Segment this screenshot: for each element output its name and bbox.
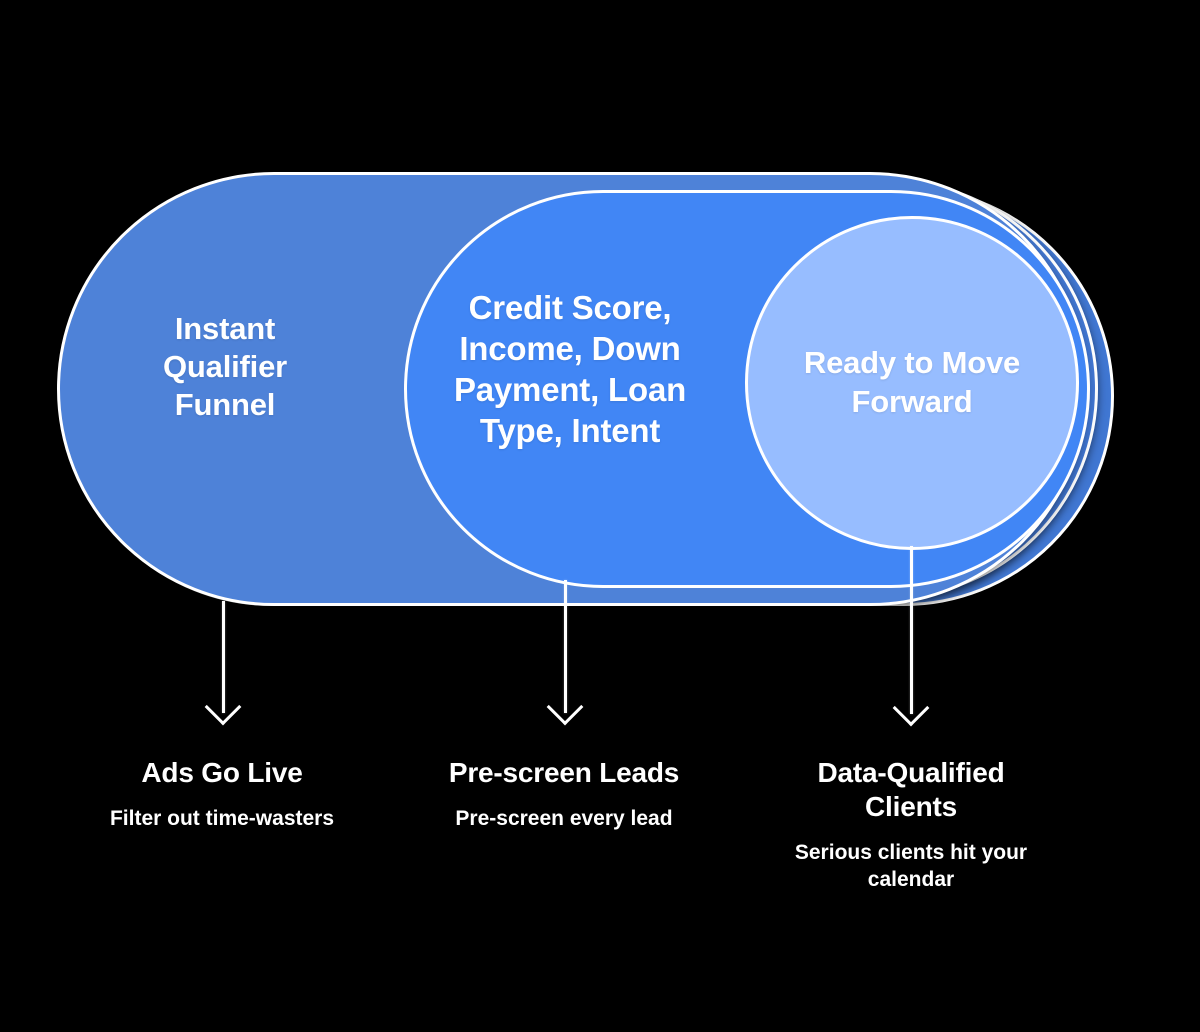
step-callout-3[interactable]: Data-Qualified Clients Serious clients h… (772, 756, 1050, 894)
step-3-description: Serious clients hit your calendar (794, 841, 1028, 892)
step-3-title: Data-Qualified Clients (817, 757, 1005, 823)
connector-1-arrowhead (204, 688, 242, 726)
ring-inner-label: Ready to Move Forward (803, 345, 1021, 419)
ring-outer-label: Instant Qualifier Funnel (163, 311, 287, 422)
connector-arrow-1 (204, 601, 242, 729)
ring-inner-ready-to-move-forward[interactable]: Ready to Move Forward (745, 216, 1079, 550)
step-2-title: Pre-screen Leads (448, 757, 680, 788)
step-1-title: Ads Go Live (141, 757, 303, 788)
connector-3-arrowhead (892, 689, 930, 727)
step-1-description: Filter out time-wasters (109, 807, 335, 831)
ring-middle-label: Credit Score, Income, Down Payment, Loan… (453, 289, 687, 449)
step-callout-2[interactable]: Pre-screen Leads Pre-screen every lead (430, 756, 698, 833)
step-callout-1[interactable]: Ads Go Live Filter out time-wasters (82, 756, 362, 833)
connector-1-line (222, 601, 225, 713)
step-2-description: Pre-screen every lead (455, 807, 673, 831)
connector-2-arrowhead (546, 688, 584, 726)
